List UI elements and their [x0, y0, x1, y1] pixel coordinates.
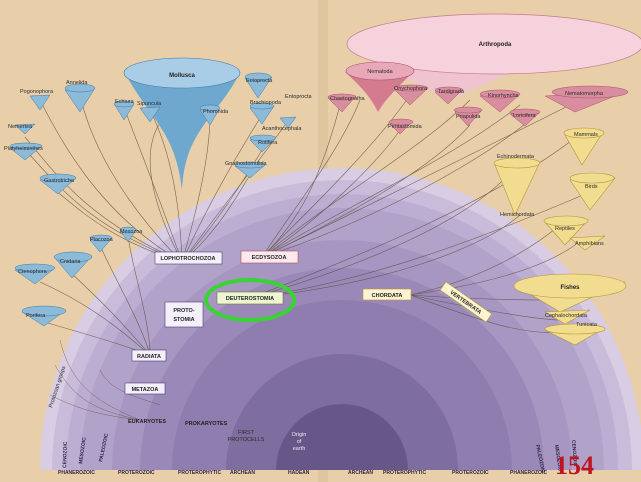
- label-earth: earth: [293, 446, 306, 452]
- label-hemichordata: Hemichordata: [500, 212, 535, 218]
- label-mollusca: Mollusca: [169, 73, 195, 79]
- label-cnidaria: Cnidaria: [60, 259, 81, 265]
- era-proterophytic-right: PROTEROPHYTIC: [383, 470, 426, 476]
- era-proterozoic-right: PROTEROZOIC: [452, 470, 489, 476]
- protozoan-wisps: [49, 339, 161, 421]
- label-sipuncula: Sipuncula: [137, 101, 162, 107]
- era-strip: PHANEROZOIC PROTEROZOIC PROTEROPHYTIC AR…: [58, 470, 547, 476]
- label-tunicata: Tunicata: [576, 322, 598, 328]
- era-cenozoic-right: CENOZOIC: [570, 440, 578, 467]
- nematoda-cone: [345, 61, 415, 112]
- small-pink-cones: [327, 84, 629, 135]
- svg-text:CHORDATA: CHORDATA: [372, 293, 403, 299]
- era-hadean: HADEAN: [288, 470, 310, 476]
- era-proterozoic-left: PROTEROZOIC: [118, 470, 155, 476]
- box-protostomia: PROTO- STOMIA: [164, 301, 204, 328]
- era-phanerozoic-left: PHANEROZOIC: [58, 470, 95, 476]
- era-cenozoic-left: CENOZOIC: [62, 441, 69, 468]
- page-number: 154: [555, 451, 594, 480]
- label-brachiopoda: Brachiopoda: [250, 100, 282, 106]
- label-first: FIRST: [238, 430, 255, 436]
- label-pogonophora: Pogonophora: [20, 89, 54, 95]
- label-onychophora: Onychophora: [394, 86, 428, 92]
- label-nematomorpha: Nematomorpha: [565, 91, 604, 97]
- svg-text:RADIATA: RADIATA: [137, 354, 161, 360]
- era-phanerozoic-right: PHANEROZOIC: [510, 470, 547, 476]
- label-phoronida: Phoronida: [203, 109, 229, 115]
- era-mesozoic-right: MESOZOIC: [553, 444, 563, 472]
- era-archean-right: ARCHEAN: [348, 470, 373, 476]
- yellow-cones: [493, 127, 627, 346]
- label-reptiles: Reptiles: [555, 226, 575, 232]
- label-prokaryotes: PROKARYOTES: [185, 421, 228, 427]
- box-deuterostomia: DEUTEROSTOMIA: [216, 291, 284, 305]
- label-rotifera: Rotifera: [258, 140, 278, 146]
- label-amphibians: Amphibians: [575, 241, 604, 247]
- branch-lines: [24, 94, 596, 356]
- label-loricifera: Loricifera: [513, 113, 537, 119]
- box-metazoa: METAZOA: [124, 382, 166, 395]
- svg-text:METAZOA: METAZOA: [132, 387, 159, 393]
- svg-text:PROTO-: PROTO-: [173, 308, 194, 314]
- box-radiata: RADIATA: [131, 349, 167, 362]
- small-blue-cones: [9, 72, 297, 327]
- era-paleozoic-right: PALEOZOIC: [534, 444, 546, 474]
- label-tardigrada: Tardigrada: [438, 89, 465, 95]
- label-eukaryotes: EUKARYOTES: [128, 419, 166, 425]
- era-paleozoic-left: PALEOZOIC: [98, 433, 110, 463]
- label-ectoprocta: Ectoprocta: [246, 78, 273, 84]
- svg-text:STOMIA: STOMIA: [173, 317, 194, 323]
- highlight-circle: [204, 278, 296, 322]
- label-porifera: Porifera: [26, 313, 46, 319]
- label-birds: Birds: [585, 184, 598, 190]
- label-gnathostomulida: Gnathostomulida: [225, 161, 268, 167]
- label-pentastomida: Pentastomida: [388, 124, 423, 130]
- label-placozoa: Placozoa: [90, 237, 114, 243]
- svg-text:LOPHOTROCHOZOA: LOPHOTROCHOZOA: [161, 256, 216, 262]
- svg-text:ECDYSOZOA: ECDYSOZOA: [252, 255, 287, 261]
- label-entoprocta: Entoprocta: [285, 94, 313, 100]
- label-echiura: Echiura: [115, 99, 135, 105]
- label-nemertea: Nemertea: [8, 124, 33, 130]
- label-fishes: Fishes: [560, 285, 580, 291]
- era-archean-left: ARCHEAN: [230, 470, 255, 476]
- label-kinorhyncha: Kinorhyncha: [488, 93, 520, 99]
- label-origin: Origin: [292, 432, 307, 438]
- label-ctenophora: Ctenophora: [18, 269, 48, 275]
- label-priapulida: Priapulida: [456, 114, 481, 120]
- label-mammals: Mammals: [574, 132, 598, 138]
- box-ecdysozoa: ECDYSOZOA: [240, 250, 299, 264]
- label-of: of: [297, 439, 302, 445]
- era-mesozoic-left: MESOZOIC: [78, 437, 88, 465]
- box-chordata: CHORDATA: [362, 288, 412, 301]
- label-annelida: Annelida: [66, 80, 88, 86]
- label-mesozoa: Mesozoa: [120, 229, 143, 235]
- label-cephalochordata: Cephalochordata: [545, 313, 588, 319]
- label-gastrotricha: Gastrotricha: [44, 178, 75, 184]
- label-echinodermata: Echinodermata: [497, 154, 535, 160]
- label-nematoda: Nematoda: [367, 69, 393, 75]
- svg-text:DEUTEROSTOMIA: DEUTEROSTOMIA: [226, 296, 274, 302]
- label-acanthocephala: Acanthocephala: [262, 126, 302, 132]
- label-chaetognatha: Chaetognatha: [330, 96, 365, 102]
- mollusca-cone: [123, 57, 241, 190]
- label-protocells: PROTOCELLS: [228, 437, 265, 443]
- label-arthropoda: Arthropoda: [479, 42, 512, 48]
- box-lophotrochozoa: LOPHOTROCHOZOA: [154, 251, 223, 265]
- era-proterophytic-left: PROTEROPHYTIC: [178, 470, 221, 476]
- label-platyhelminthes: Platyhelminthes: [4, 146, 43, 152]
